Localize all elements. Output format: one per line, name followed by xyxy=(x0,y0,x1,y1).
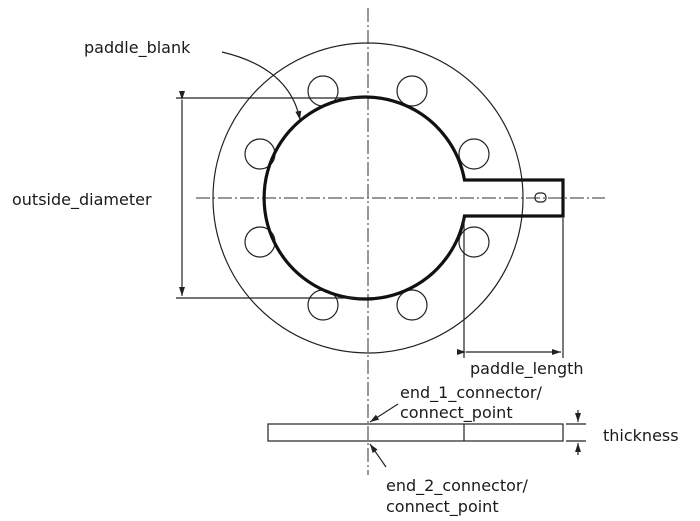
paddle-blank-outline xyxy=(262,95,565,301)
outer-flange-circle xyxy=(212,42,524,354)
end-2-connect-point-label: connect_point xyxy=(386,497,499,517)
side-view-plate xyxy=(267,423,564,442)
end-1-connect-point-label: connect_point xyxy=(400,403,513,423)
thickness-label: thickness xyxy=(603,426,679,445)
end-2-leader xyxy=(369,443,387,468)
bolt-hole xyxy=(396,289,428,321)
bolt-holes xyxy=(244,75,490,321)
outside-diameter-label: outside_diameter xyxy=(12,190,152,210)
bolt-hole xyxy=(396,75,428,107)
bolt-hole xyxy=(458,138,490,170)
paddle-blank-label: paddle_blank xyxy=(84,38,191,58)
paddle-blank-leader xyxy=(221,51,302,121)
end-1-connector-label: end_1_connector/ xyxy=(400,383,542,403)
paddle-length-label: paddle_length xyxy=(470,359,584,379)
end-2-connector-label: end_2_connector/ xyxy=(386,476,528,496)
bolt-hole xyxy=(458,226,490,258)
end-1-leader xyxy=(369,403,399,423)
tab-hole xyxy=(534,192,547,203)
